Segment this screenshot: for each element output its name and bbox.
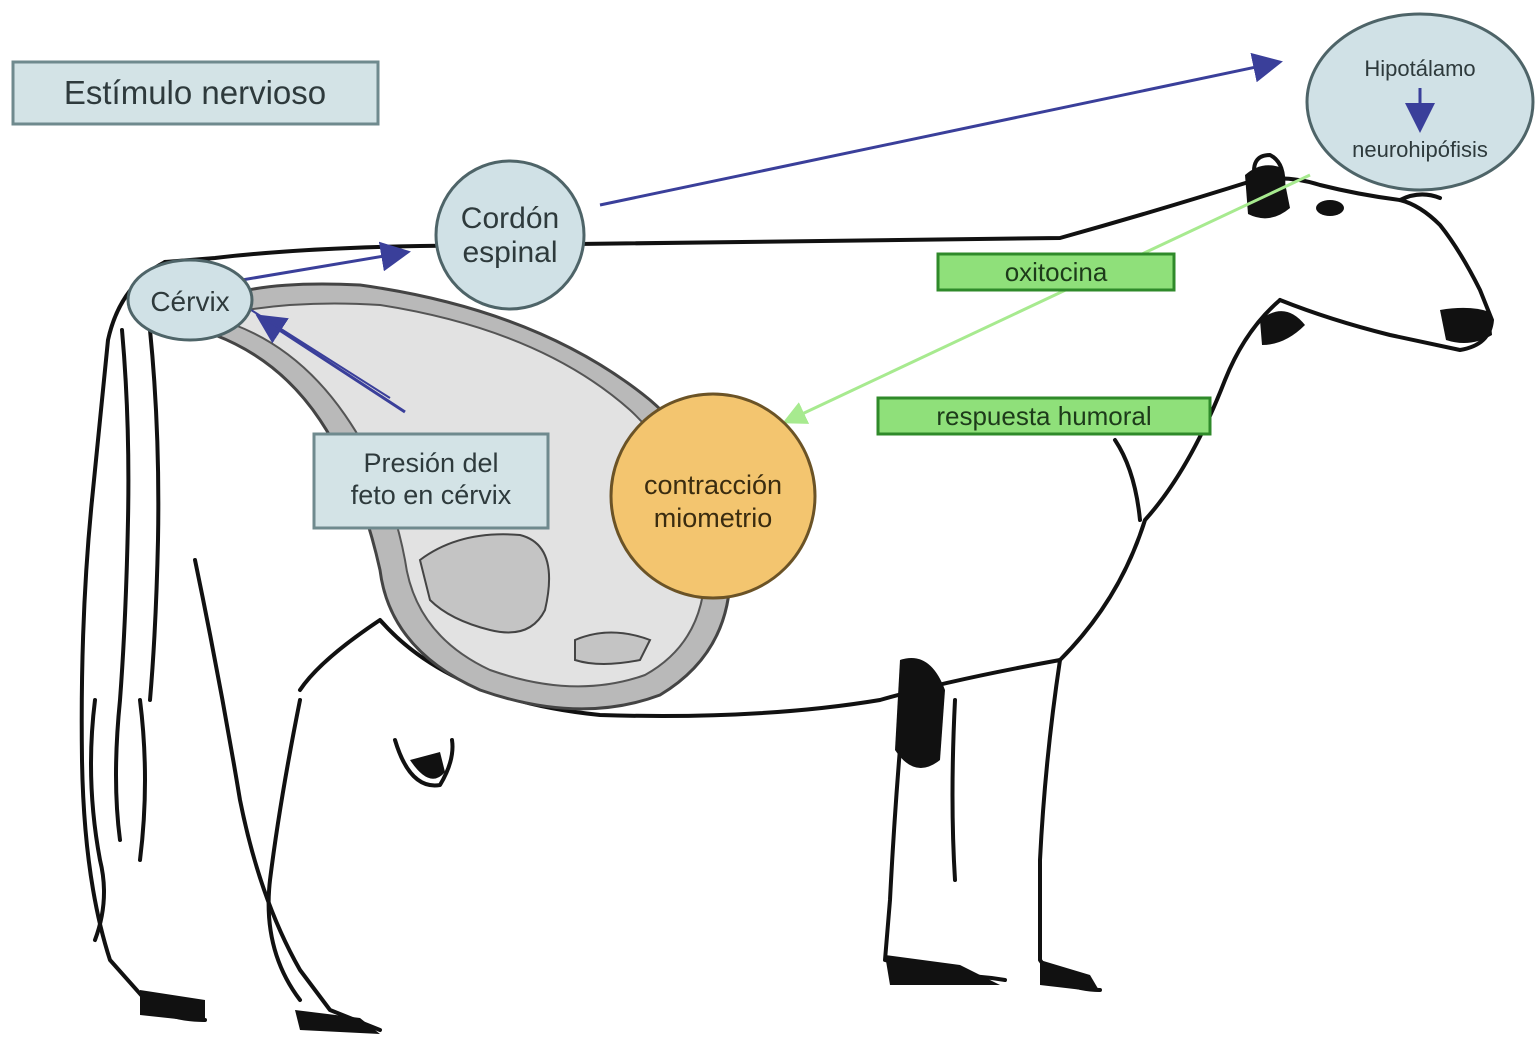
cordon-label-line1: Cordón [461,202,559,235]
presion-feto-box: Presión del feto en cérvix [312,432,550,530]
arrow-oxitocina-to-miometrio [782,173,1311,424]
arrow-feto-to-cervix-2 [247,307,391,399]
estimulo-nervioso-label: Estímulo nervioso [64,74,326,111]
cordon-espinal-node: Cordón espinal [434,159,586,311]
arrow-cervix-to-cordon [229,241,411,284]
presion-label-line1: Presión del [363,448,498,478]
cervix-node: Cérvix [126,258,254,342]
contraccion-label-line2: miometrio [654,503,773,533]
estimulo-nervioso-box: Estímulo nervioso [11,60,380,126]
respuesta-humoral-label: respuesta humoral [936,401,1151,431]
presion-label-line2: feto en cérvix [351,480,512,510]
contraccion-label-line1: contracción [644,470,782,500]
oxitocina-tag: oxitocina [936,252,1176,292]
contraccion-miometrio-node: contracción miometrio [609,392,817,600]
cervix-label: Cérvix [150,286,229,317]
cordon-label-line2: espinal [462,236,557,269]
arrow-cordon-to-hipotalamo [599,52,1283,207]
fetus [418,533,652,665]
nerve-arrows [229,52,1283,414]
hipotalamo-label: Hipotálamo [1364,56,1475,81]
arrow-feto-to-cervix [255,314,406,414]
respuesta-humoral-tag: respuesta humoral [876,396,1212,436]
hipotalamo-node: Hipotálamo neurohipófisis [1305,12,1535,192]
cow-dark-patches [140,165,1492,1034]
oxitocina-label: oxitocina [1005,257,1108,287]
neurohipofisis-label: neurohipófisis [1352,137,1488,162]
